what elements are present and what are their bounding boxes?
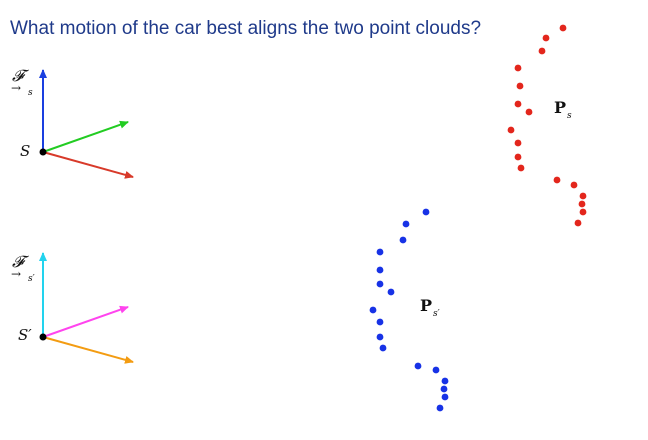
- cloud-ps-point: [525, 108, 533, 116]
- frame-s-script-symbol: 𝓕: [12, 66, 24, 85]
- frame-s-prime-script-subscript: s′: [28, 274, 35, 284]
- cloud-ps-point: [578, 200, 586, 208]
- cloud-ps-point: [538, 47, 546, 55]
- cloud-ps-prime-point: [440, 385, 448, 393]
- frame-s-lower-axis: [42, 151, 134, 179]
- cloud-ps-point: [579, 192, 587, 200]
- cloud-ps-prime-point: [387, 288, 395, 296]
- cloud-ps-point: [516, 82, 524, 90]
- frame-s-upper-axis: [42, 120, 129, 153]
- frame-s-prime-origin: [39, 333, 47, 341]
- cloud-ps-point: [514, 64, 522, 72]
- cloud-ps-prime-label: Ps′: [420, 296, 440, 319]
- cloud-ps-prime-label-main: P: [420, 296, 433, 315]
- cloud-ps-prime-point: [432, 366, 440, 374]
- cloud-ps-point: [507, 126, 515, 134]
- cloud-ps-prime-point: [441, 393, 449, 401]
- cloud-ps-point: [574, 219, 582, 227]
- cloud-ps-label: Ps: [554, 98, 572, 121]
- frame-s: [39, 69, 134, 179]
- frame-s-prime-script-arrow: →: [11, 267, 22, 281]
- cloud-ps-prime-point: [376, 266, 384, 274]
- cloud-ps-point: [542, 34, 550, 42]
- cloud-ps-label-subscript: s: [567, 111, 572, 121]
- cloud-ps-prime-point: [376, 318, 384, 326]
- cloud-ps-point: [559, 24, 567, 32]
- cloud-ps-prime-point: [402, 220, 410, 228]
- cloud-ps-prime-point: [414, 362, 422, 370]
- cloud-ps-prime-point: [376, 333, 384, 341]
- frame-s-prime-lower-axis: [42, 336, 134, 364]
- frame-s-script-subscript: s: [28, 88, 33, 98]
- cloud-ps-point: [514, 153, 522, 161]
- cloud-ps-prime-point: [436, 404, 444, 412]
- frame-s-script-arrow: →: [11, 81, 22, 95]
- frame-s-prime-script-symbol: 𝓕: [12, 252, 24, 271]
- cloud-ps-prime-point: [369, 306, 377, 314]
- cloud-ps-point: [579, 208, 587, 216]
- cloud-ps-point: [517, 164, 525, 172]
- cloud-ps-prime-point: [376, 280, 384, 288]
- frame-s-origin: [39, 148, 47, 156]
- cloud-ps-prime-point: [399, 236, 407, 244]
- cloud-ps-prime-point: [441, 377, 449, 385]
- point-cloud-ps-prime: [369, 208, 449, 412]
- cloud-ps-prime-point: [376, 248, 384, 256]
- cloud-ps-prime-point: [422, 208, 430, 216]
- frame-s-prime-origin-label: S′: [18, 326, 32, 344]
- question-text: What motion of the car best aligns the t…: [10, 18, 482, 39]
- cloud-ps-point: [570, 181, 578, 189]
- frame-s-prime: [39, 252, 134, 364]
- cloud-ps-point: [514, 100, 522, 108]
- cloud-ps-point: [514, 139, 522, 147]
- frame-s-origin-label: S: [20, 142, 31, 160]
- frame-s-script-label: 𝓕 → s: [11, 66, 33, 98]
- cloud-ps-label-main: P: [554, 98, 567, 117]
- cloud-ps-point: [553, 176, 561, 184]
- cloud-ps-prime-label-subscript: s′: [433, 309, 440, 319]
- frame-s-prime-script-label: 𝓕 → s′: [11, 252, 35, 284]
- cloud-ps-prime-point: [379, 344, 387, 352]
- frame-s-prime-upper-axis: [42, 305, 129, 338]
- point-cloud-ps: [507, 24, 587, 227]
